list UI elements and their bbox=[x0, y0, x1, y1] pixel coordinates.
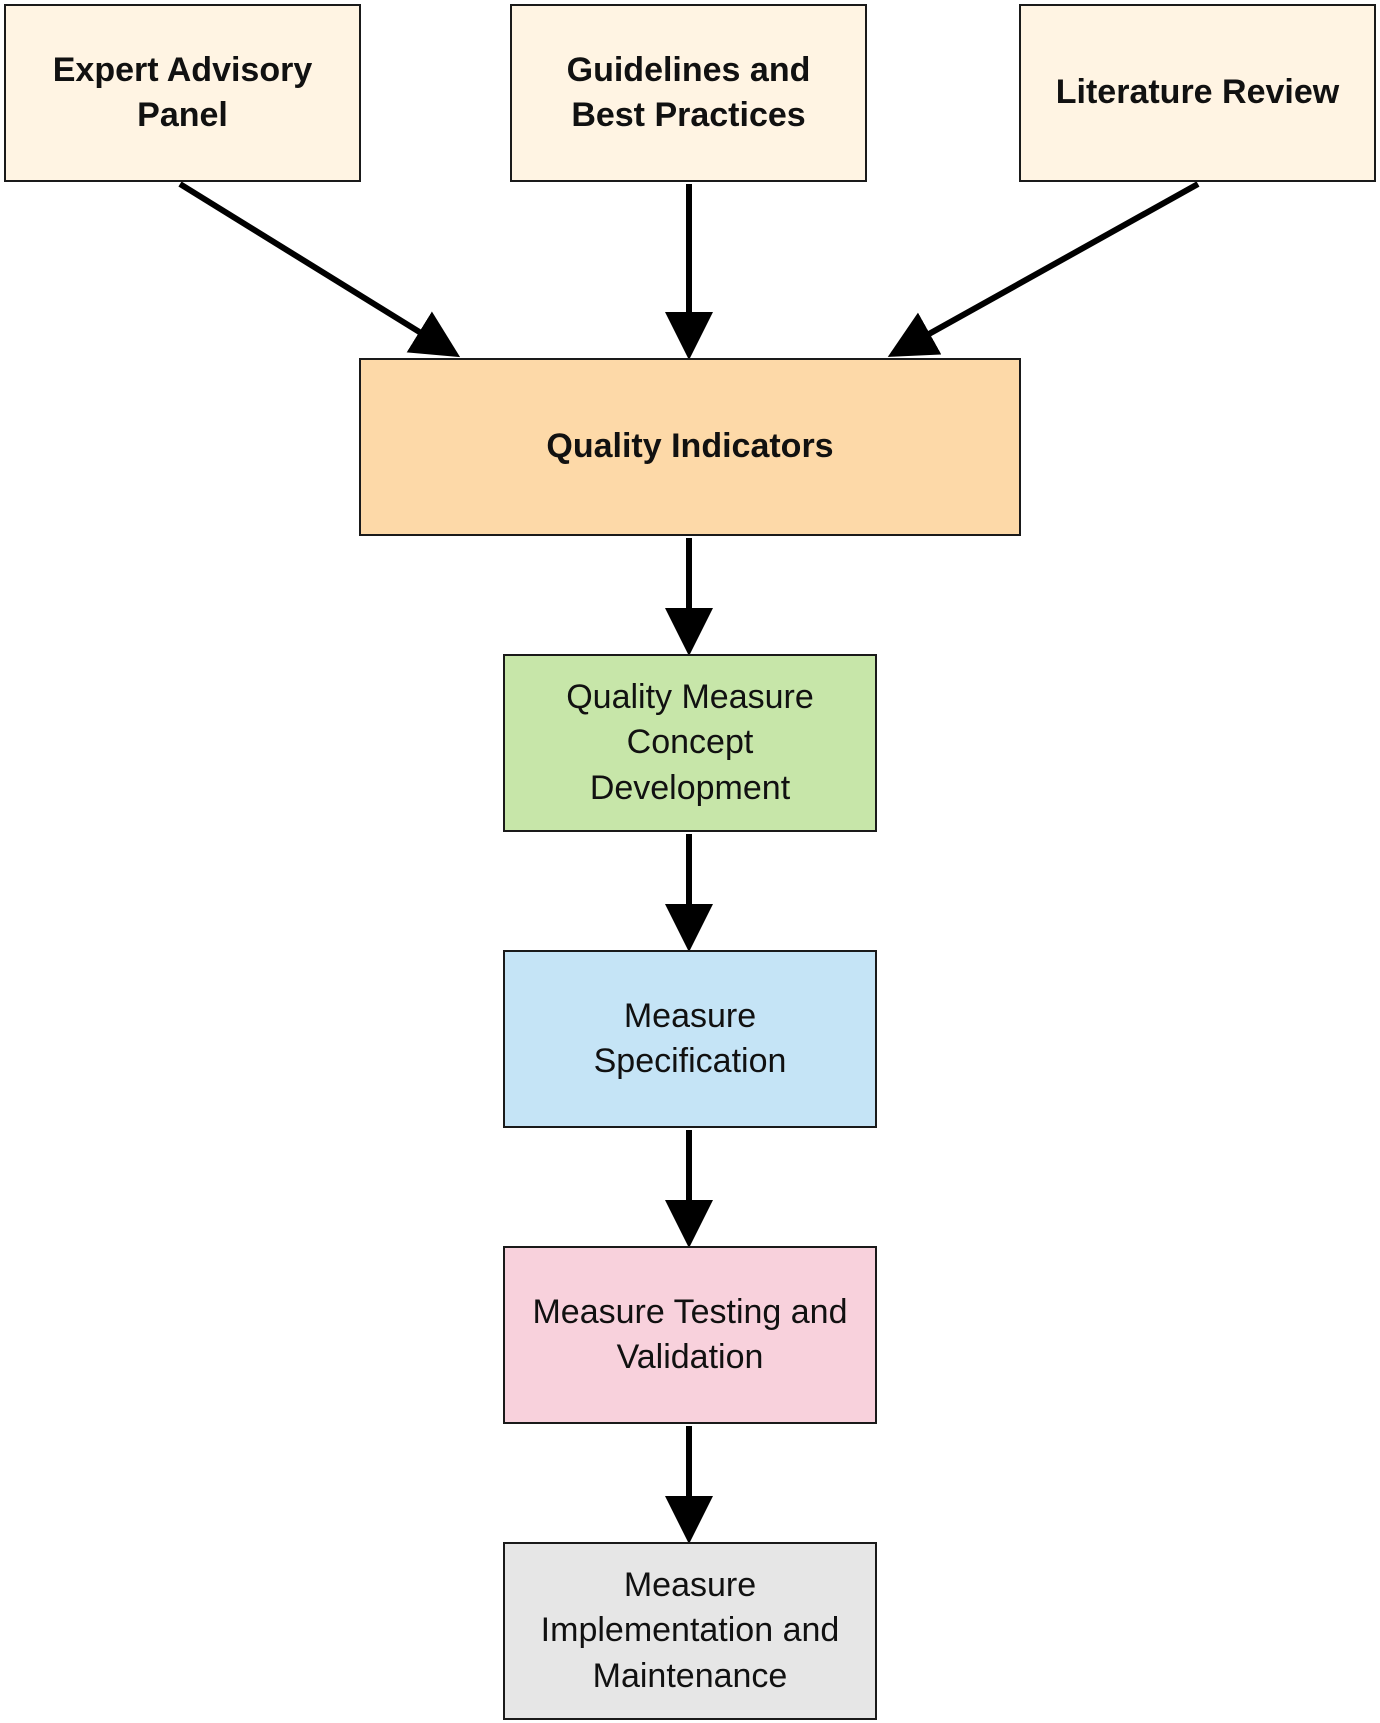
concept-development-label: Quality Measure Concept Development bbox=[566, 678, 814, 807]
concept-development-box: Quality Measure Concept Development bbox=[503, 654, 877, 832]
guidelines-best-practices-box: Guidelines and Best Practices bbox=[510, 4, 867, 182]
guidelines-best-practices-label: Guidelines and Best Practices bbox=[566, 50, 811, 134]
arrow-expert-to-quality bbox=[178, 181, 461, 358]
testing-validation-box: Measure Testing and Validation bbox=[503, 1246, 877, 1424]
literature-review-box: Literature Review bbox=[1019, 4, 1376, 182]
testing-validation-label: Measure Testing and Validation bbox=[532, 1292, 848, 1376]
arrow-literature-to-quality bbox=[887, 181, 1200, 357]
implementation-maintenance-label: Measure Implementation and Maintenance bbox=[540, 1566, 840, 1695]
measure-specification-label: Measure Specification bbox=[593, 996, 787, 1080]
quality-indicators-box: Quality Indicators bbox=[359, 358, 1021, 536]
expert-advisory-panel-box: Expert Advisory Panel bbox=[4, 4, 361, 182]
implementation-maintenance-box: Measure Implementation and Maintenance bbox=[503, 1542, 877, 1720]
measure-specification-box: Measure Specification bbox=[503, 950, 877, 1128]
quality-indicators-label: Quality Indicators bbox=[546, 427, 834, 466]
expert-advisory-panel-label: Expert Advisory Panel bbox=[52, 50, 313, 134]
literature-review-label: Literature Review bbox=[1055, 73, 1340, 112]
